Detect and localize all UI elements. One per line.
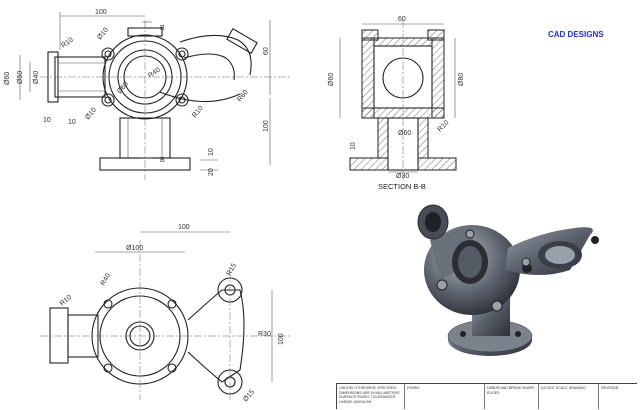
front-dim-1: 100 (95, 9, 107, 16)
front-dim-3: Ø60 (4, 72, 11, 85)
title-block: UNLESS OTHERWISE SPECIFIED: DIMENSIONS A… (336, 383, 637, 409)
front-dim-10: R10 (191, 105, 205, 119)
top-dim-6: R30 (258, 331, 271, 338)
front-dim-13: 10 (68, 119, 76, 126)
front-dim-4: Ø50 (17, 71, 24, 84)
front-dim-12: 60 (263, 47, 270, 55)
title-block-notes: UNLESS OTHERWISE SPECIFIED: DIMENSIONS A… (337, 384, 405, 409)
top-dim-2: Ø100 (126, 245, 143, 252)
top-dim-7: 100 (278, 333, 285, 345)
top-dim-5: R10 (59, 294, 73, 308)
front-dim-17: 20 (208, 168, 215, 176)
front-dim-5: Ø40 (33, 71, 40, 84)
section-label: SECTION B-B (378, 182, 426, 191)
top-dim-4: R15 (226, 262, 239, 277)
front-dim-2: R10 (60, 36, 75, 49)
section-dim-5: R10 (436, 119, 450, 133)
front-dim-15: 10 (43, 117, 51, 124)
section-dim-6: Ø30 (396, 173, 409, 180)
section-dim-1: 60 (398, 16, 406, 23)
front-dim-8: Ø10 (96, 27, 110, 42)
brand-label: CAD DESIGNS (548, 30, 604, 39)
front-dim-16: 10 (208, 148, 215, 156)
front-dim-9: Ø10 (84, 107, 98, 122)
top-dim-1: 100 (178, 224, 190, 231)
top-dim-8: Ø15 (242, 389, 256, 404)
front-dim-11: R60 (236, 89, 250, 103)
top-dim-3: R40 (100, 272, 113, 287)
title-block-scale: DO NOT SCALE DRAWING (539, 384, 599, 409)
title-block-revision: REVISION (601, 386, 619, 390)
front-view-label-top: B (160, 25, 165, 32)
section-dim-7: 10 (350, 142, 357, 150)
title-block-deburr: DEBUR AND BREAK SHARP EDGES (485, 384, 539, 409)
front-dim-14: 100 (263, 120, 270, 132)
title-block-finish: FINISH: (405, 384, 485, 409)
top-view: 100 Ø100 R40 R15 R10 R30 100 Ø15 (40, 224, 290, 403)
section-dim-2: Ø60 (328, 73, 335, 86)
front-view-label-bottom: B (160, 157, 165, 164)
section-dim-4: Ø60 (398, 130, 411, 137)
front-view: 100 R10 Ø60 Ø50 Ø40 R40 Ø60 Ø10 Ø10 R10 … (4, 9, 290, 180)
isometric-render (417, 204, 599, 356)
section-dim-3: Ø80 (458, 73, 465, 86)
front-dim-6: R40 (147, 66, 162, 79)
section-view: 60 Ø60 Ø80 Ø60 R10 Ø30 10 (328, 16, 465, 180)
